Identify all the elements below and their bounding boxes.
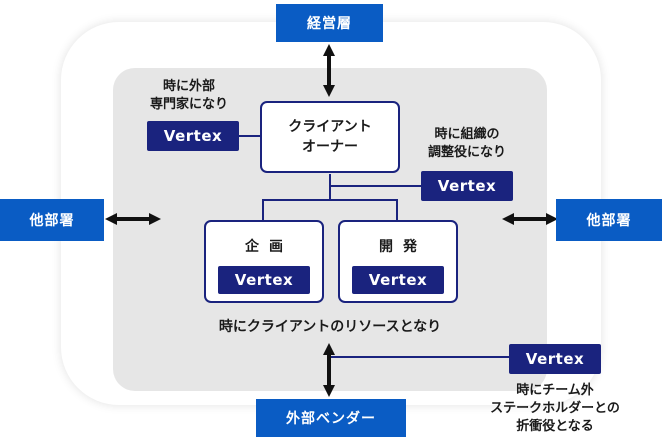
connector-owner-down bbox=[329, 174, 331, 200]
client-owner-label-line1: クライアント bbox=[288, 119, 372, 135]
stakeholder-other-dept-right: 他部署 bbox=[556, 199, 662, 241]
vertex-badge-planning: Vertex bbox=[218, 266, 310, 294]
coordinator-role-note: 時に組織の 調整役になり bbox=[427, 127, 506, 160]
vertex-badge-expert: Vertex bbox=[147, 121, 239, 151]
connector-external bbox=[331, 356, 509, 358]
team-development-box: 開発 Vertex bbox=[338, 220, 458, 303]
vertex-badge-development: Vertex bbox=[352, 266, 444, 294]
connector-development bbox=[396, 199, 398, 220]
external-role-note: 時にチーム外 ステークホルダーとの 折衝役となる bbox=[490, 383, 620, 434]
team-development-title: 開発 bbox=[379, 239, 427, 255]
connector-coordinator bbox=[329, 185, 421, 187]
resource-role-note: 時にクライアントのリソースとなり bbox=[218, 319, 442, 335]
client-owner-box: クライアント オーナー bbox=[260, 101, 400, 173]
vertex-badge-coordinator: Vertex bbox=[421, 171, 513, 201]
stakeholder-management: 経営層 bbox=[276, 4, 383, 42]
client-owner-label-line2: オーナー bbox=[301, 139, 358, 155]
expert-role-note: 時に外部 専門家になり bbox=[149, 79, 228, 112]
connector-horizontal bbox=[262, 199, 398, 201]
stakeholder-external-vendor: 外部ベンダー bbox=[256, 399, 406, 437]
team-planning-box: 企画 Vertex bbox=[204, 220, 324, 303]
stakeholder-other-dept-left: 他部署 bbox=[0, 199, 104, 241]
connector-expert-owner bbox=[238, 135, 262, 137]
vertex-badge-external: Vertex bbox=[509, 344, 601, 374]
team-planning-title: 企画 bbox=[245, 239, 293, 255]
connector-planning bbox=[262, 199, 264, 220]
